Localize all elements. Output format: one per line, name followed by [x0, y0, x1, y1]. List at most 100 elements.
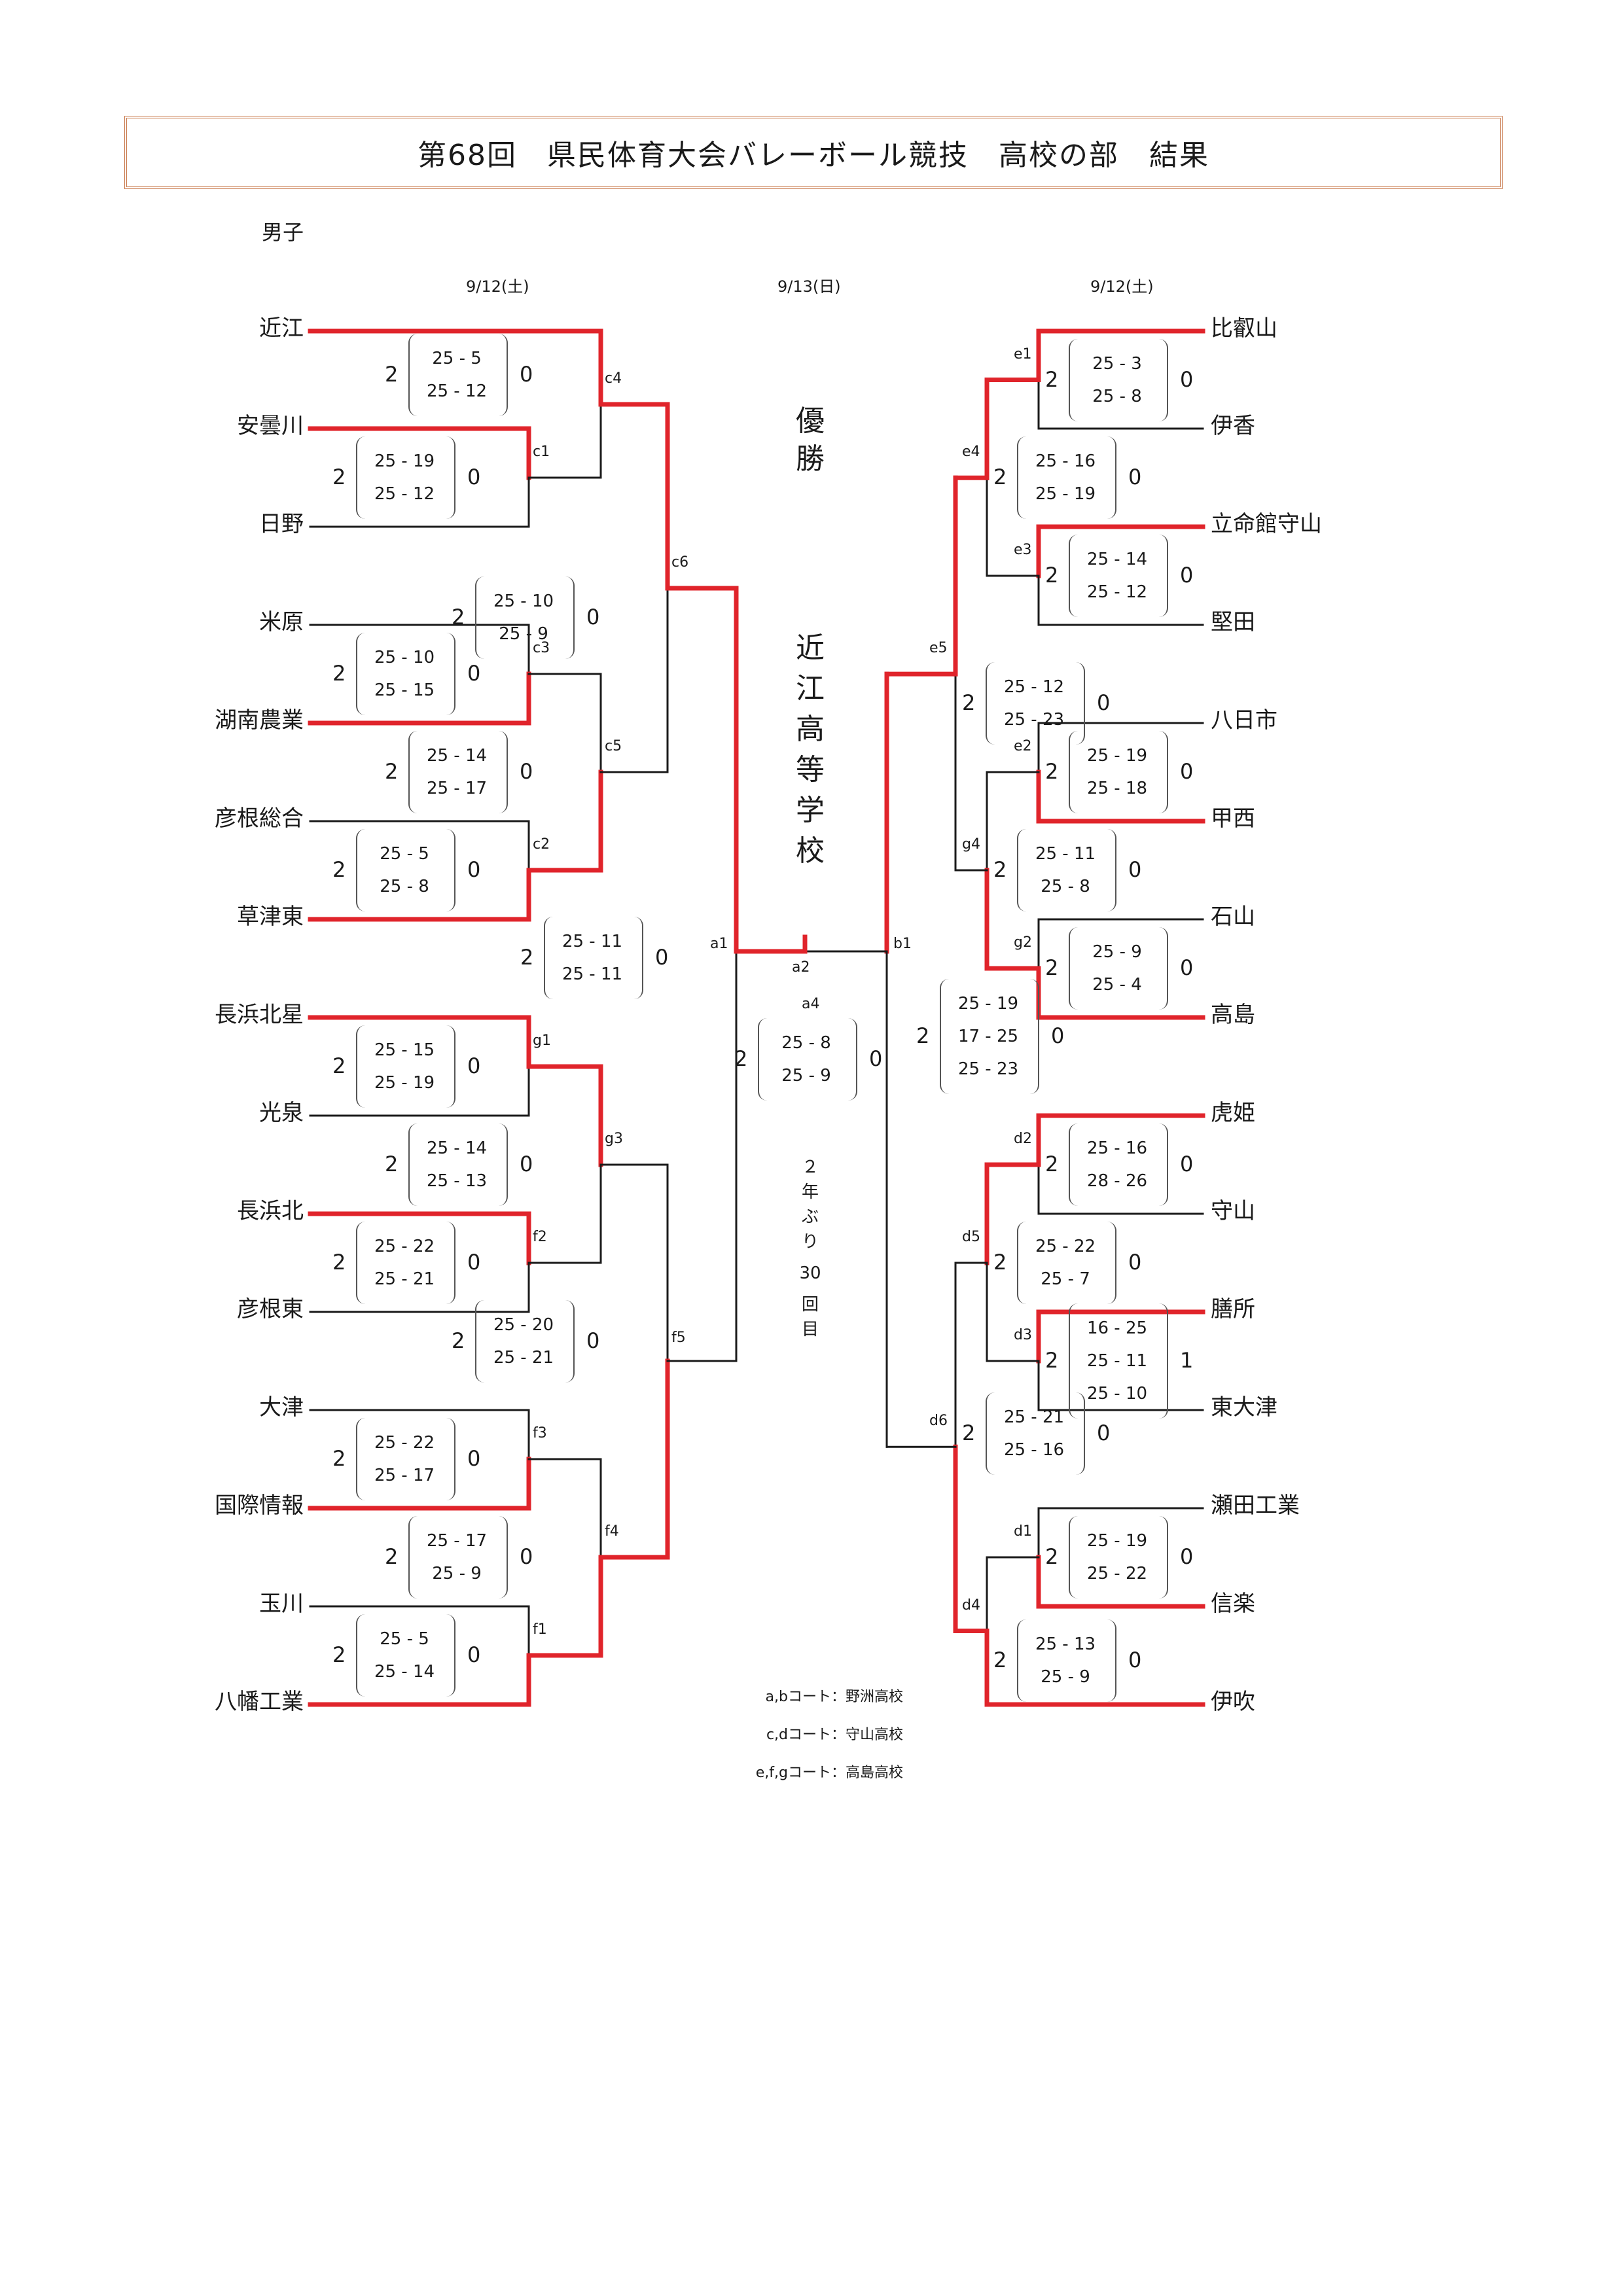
set-score: 25 - 9: [781, 1066, 831, 1086]
loser-sets: 0: [1180, 366, 1194, 392]
team-name-right: 信楽: [1211, 1591, 1255, 1617]
set-score: 25 - 7: [1041, 1269, 1090, 1289]
winner-sets: 2: [385, 759, 399, 784]
match-label-c5: c5: [605, 738, 622, 754]
set-score: 25 - 16: [1003, 1440, 1065, 1460]
sets-brace: [986, 662, 1085, 745]
sets-brace: [356, 1222, 455, 1304]
team-name-left: 玉川: [259, 1591, 304, 1617]
set-score: 25 - 18: [1086, 779, 1148, 798]
set-score: 25 - 9: [499, 624, 548, 644]
winner-sets: 2: [734, 1046, 748, 1071]
set-score: 25 - 9: [432, 1564, 482, 1583]
court-note: c,dコート：守山高校: [766, 1727, 903, 1743]
match-label-g2: g2: [1014, 934, 1032, 951]
winner-sets: 2: [1045, 563, 1059, 588]
sets-brace: [1069, 731, 1168, 813]
sets-brace: [408, 334, 508, 416]
winner-sets: 2: [1045, 759, 1059, 784]
loser-sets: 0: [520, 1152, 533, 1176]
winner-sets: 2: [916, 1023, 930, 1048]
team-name-left: 彦根東: [237, 1296, 304, 1322]
match-label-d1: d1: [1014, 1523, 1032, 1540]
team-name-left: 安曇川: [237, 413, 304, 439]
loser-sets: 1: [1180, 1348, 1194, 1373]
match-label-a1: a1: [710, 936, 728, 952]
team-name-left: 光泉: [259, 1100, 304, 1126]
winner-sets: 2: [993, 1250, 1007, 1275]
set-score: 25 - 12: [374, 484, 435, 504]
team-name-right: 石山: [1211, 904, 1255, 930]
champion-note-char: 回: [801, 1295, 819, 1315]
set-score: 25 - 23: [1003, 710, 1065, 730]
set-score: 25 - 8: [1092, 386, 1142, 406]
loser-sets: 0: [1128, 1250, 1142, 1275]
set-scores: 25 - 22 25 - 7: [1020, 1230, 1111, 1296]
sets-brace: [356, 1418, 455, 1500]
match-label-g4: g4: [962, 836, 980, 853]
match-label-f4: f4: [605, 1523, 619, 1540]
winner-sets: 2: [1045, 1544, 1059, 1569]
match-label-d3: d3: [1014, 1327, 1032, 1343]
set-score: 25 - 19: [374, 1073, 435, 1093]
set-score: 25 - 10: [493, 592, 554, 611]
loser-sets: 0: [1180, 955, 1194, 980]
sets-brace: [356, 829, 455, 911]
winner-sets: 2: [385, 362, 399, 387]
date-center: 9/13(日): [777, 277, 841, 296]
set-score: 25 - 12: [426, 381, 488, 401]
sets-brace: [356, 1025, 455, 1108]
set-score: 25 - 19: [957, 994, 1019, 1014]
team-name-right: 伊吹: [1211, 1689, 1255, 1715]
date-left: 9/12(土): [466, 277, 529, 296]
sets-brace: [1069, 1303, 1168, 1419]
loser-sets: 0: [1128, 1647, 1142, 1672]
sets-brace: [1069, 1516, 1168, 1598]
match-label-g3: g3: [605, 1131, 623, 1147]
set-score: 25 - 11: [562, 964, 623, 984]
sets-brace: [1017, 1222, 1116, 1304]
sets-brace: [1017, 1619, 1116, 1702]
set-score: 25 - 8: [380, 877, 429, 896]
champion-name-text: 近江高等学校: [796, 631, 825, 868]
champion-note-char: り: [801, 1232, 819, 1252]
loser-sets: 0: [1180, 1152, 1194, 1176]
match-label-a2: a2: [792, 959, 810, 976]
loser-sets: 0: [586, 1328, 600, 1353]
set-score: 25 - 22: [1035, 1237, 1096, 1256]
set-score: 25 - 14: [426, 746, 488, 766]
team-name-right: 甲西: [1211, 805, 1255, 832]
team-name-left: 長浜北星: [215, 1002, 304, 1028]
champion-note-char: 30: [799, 1263, 821, 1283]
match-label-d5: d5: [962, 1229, 980, 1245]
set-score: 25 - 4: [1092, 975, 1142, 995]
sets-brace: [1069, 535, 1168, 617]
sets-brace: [475, 1300, 575, 1383]
set-score: 25 - 15: [374, 680, 435, 700]
winner-sets: 2: [332, 1250, 346, 1275]
set-score: 25 - 19: [1086, 1531, 1148, 1551]
match-label-e1: e1: [1014, 345, 1032, 362]
set-score: 25 - 14: [1086, 550, 1148, 569]
team-name-left: 国際情報: [215, 1492, 304, 1519]
loser-sets: 0: [1097, 1421, 1111, 1446]
loser-sets: 0: [467, 465, 481, 489]
